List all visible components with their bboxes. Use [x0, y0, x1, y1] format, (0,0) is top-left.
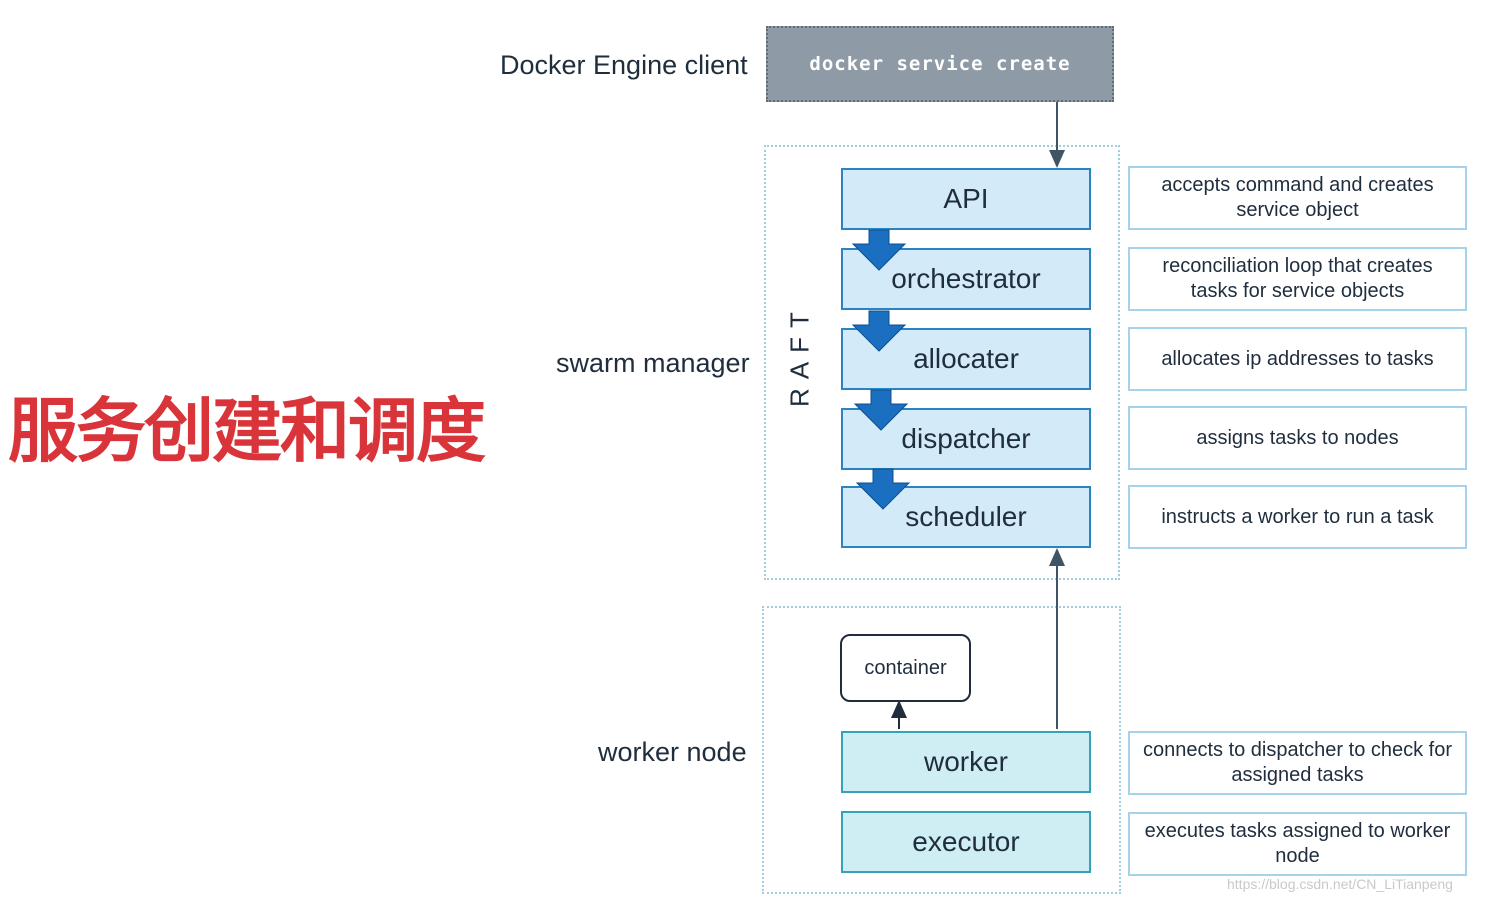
page-title: 服务创建和调度	[8, 390, 486, 472]
client-command-box: docker service create	[766, 26, 1114, 102]
scheduler-description: instructs a worker to run a task	[1128, 485, 1467, 549]
dispatcher-description: assigns tasks to nodes	[1128, 406, 1467, 470]
worker-node-label: worker node	[598, 737, 747, 767]
executor-component: executor	[841, 811, 1091, 873]
flow-arrow-down-icon	[851, 310, 907, 352]
manager-label: swarm manager	[556, 348, 750, 378]
manager-region	[764, 145, 1120, 580]
client-command-text: docker service create	[809, 53, 1071, 75]
container-box: container	[840, 634, 971, 702]
allocater-description: allocates ip addresses to tasks	[1128, 327, 1467, 391]
watermark: https://blog.csdn.net/CN_LiTianpeng	[1227, 876, 1453, 892]
flow-arrow-down-icon	[851, 229, 907, 271]
executor-description: executes tasks assigned to worker node	[1128, 812, 1467, 876]
flow-arrow-down-icon	[853, 389, 909, 431]
worker-component: worker	[841, 731, 1091, 793]
flow-arrow-down-icon	[855, 468, 911, 510]
worker-region	[762, 606, 1121, 894]
scheduler-component: scheduler	[841, 486, 1091, 548]
client-label: Docker Engine client	[500, 50, 748, 80]
orchestrator-description: reconciliation loop that creates tasks f…	[1128, 247, 1467, 311]
worker-description: connects to dispatcher to check for assi…	[1128, 731, 1467, 795]
api-component: API	[841, 168, 1091, 230]
api-description: accepts command and creates service obje…	[1128, 166, 1467, 230]
